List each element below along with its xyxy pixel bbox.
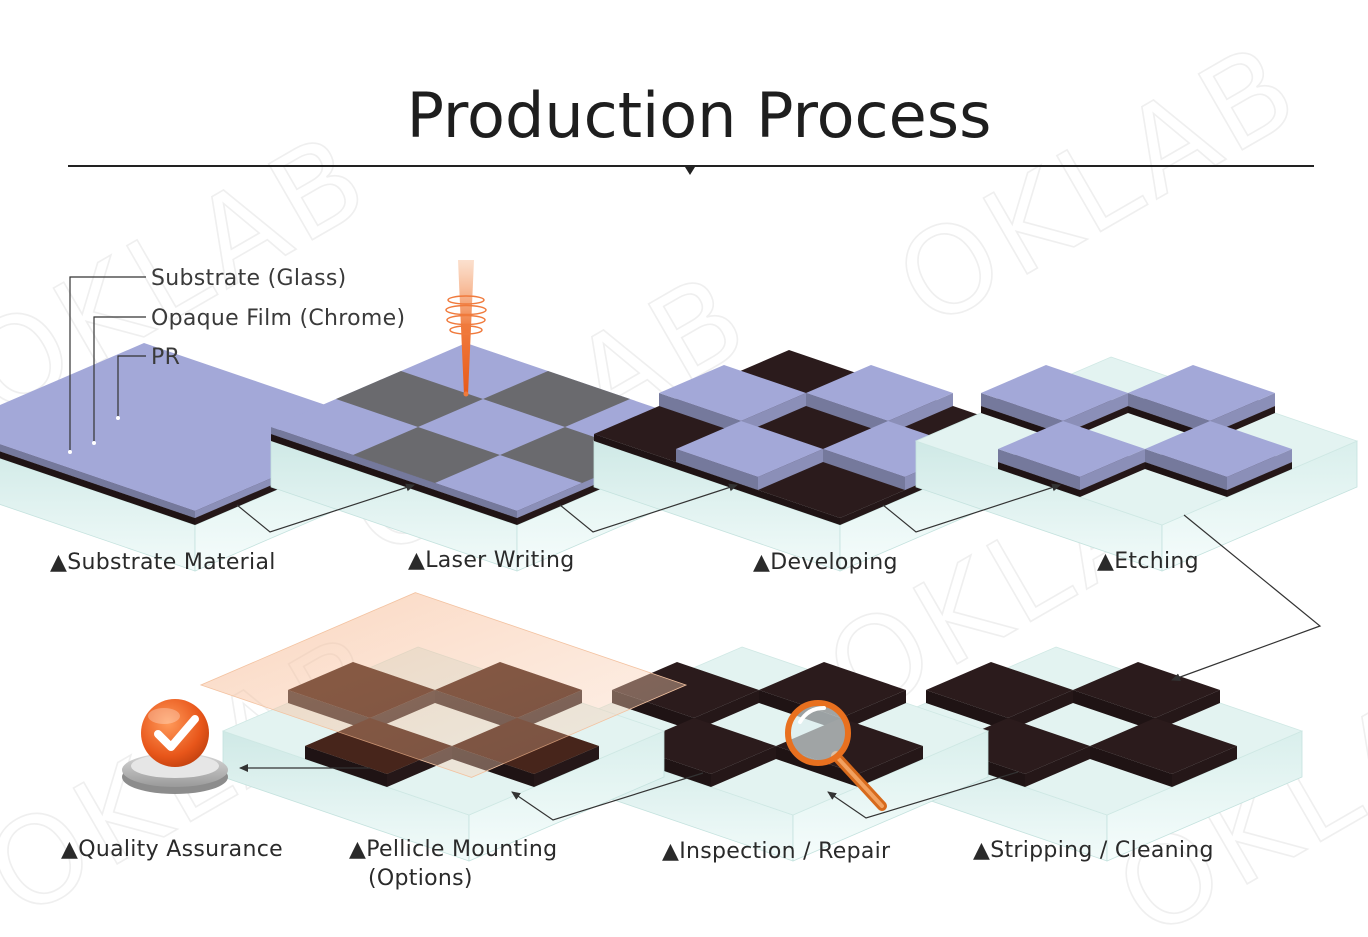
- etching-block: [914, 356, 1359, 572]
- photoresist-pattern-cell: [998, 421, 1145, 490]
- quality-check-icon: [122, 699, 228, 794]
- photoresist-pattern-cell: [659, 365, 806, 434]
- arrow-etching-to-stripping: [1171, 514, 1322, 682]
- legend-dot: [116, 416, 120, 420]
- photoresist-pattern-cell: [1128, 365, 1275, 434]
- photoresist-pattern-cell: [1145, 421, 1292, 490]
- pellicle-tint-cell: [305, 718, 452, 774]
- pellicle-tint-cell: [288, 662, 435, 718]
- chrome-pattern-cell: [1073, 662, 1220, 731]
- divider-pointer-icon: [685, 167, 695, 175]
- magnifier-icon: [785, 700, 887, 811]
- legend-pr-label: PR: [151, 345, 180, 370]
- arrow-laser-to-developing: [559, 483, 738, 533]
- arrow-stripping-to-inspection: [827, 771, 1019, 819]
- pellicle-mounting-block: [199, 592, 688, 862]
- photoresist-pattern-cell: [676, 421, 823, 490]
- legend-substrate-label: Substrate (Glass): [151, 266, 346, 291]
- pellicle-tint-cell: [435, 662, 582, 718]
- flow-connectors: [236, 483, 1322, 821]
- step-label-etching: ▲Etching: [1097, 549, 1199, 574]
- step-label-stripping-cleaning: ▲Stripping / Cleaning: [973, 838, 1214, 863]
- step-label-developing: ▲Developing: [753, 550, 898, 575]
- step-label-pellicle-mounting: ▲Pellicle Mounting: [349, 837, 557, 862]
- exposed-pattern-cell: [353, 427, 500, 483]
- legend-leaders: [69, 276, 146, 452]
- photoresist-pattern-cell: [981, 365, 1128, 434]
- chrome-pattern-cell: [1090, 718, 1237, 787]
- exposed-pattern-cell: [336, 371, 483, 427]
- pellicle-film: [199, 592, 688, 778]
- watermark-text: OKLAB: [875, 16, 1323, 355]
- arrow-developing-to-etching: [882, 483, 1061, 533]
- step-label-laser-writing: ▲Laser Writing: [408, 548, 574, 573]
- page-title: Production Process: [407, 79, 992, 152]
- step-label-substrate-material: ▲Substrate Material: [50, 550, 276, 575]
- step-label-inspection-repair: ▲Inspection / Repair: [662, 839, 891, 864]
- arrow-inspection-to-pellicle: [511, 772, 704, 821]
- laser-beam-icon: [445, 260, 487, 397]
- pellicle-tint-cell: [452, 718, 599, 774]
- step-label-quality-assurance: ▲Quality Assurance: [61, 837, 283, 862]
- legend-film-label: Opaque Film (Chrome): [151, 306, 405, 331]
- exposed-pattern-cell: [483, 371, 630, 427]
- arrow-substrate-to-laser: [236, 483, 415, 533]
- legend-dot: [92, 441, 96, 445]
- step-label-pellicle-options: (Options): [368, 866, 473, 891]
- photoresist-pattern-cell: [806, 365, 953, 434]
- legend-dot: [68, 450, 72, 454]
- chrome-pattern-cell: [926, 662, 1073, 731]
